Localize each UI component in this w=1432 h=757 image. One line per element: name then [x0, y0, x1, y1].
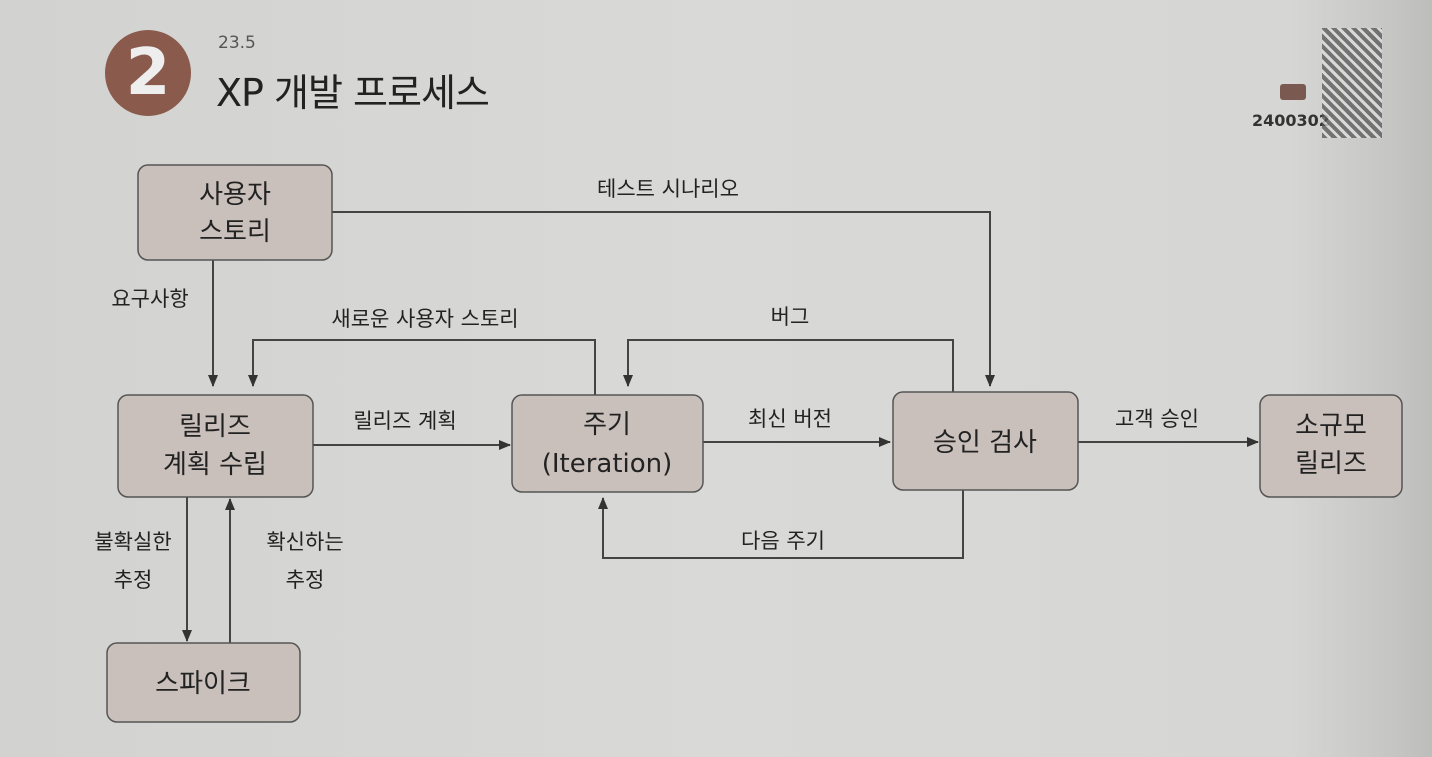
node-label: 사용자 — [199, 180, 271, 210]
edge-label: 고객 승인 — [1115, 407, 1199, 431]
page-title: XP 개발 프로세스 — [216, 71, 490, 115]
section-number-badge: 2 — [105, 30, 191, 116]
node-user-story — [137, 164, 333, 261]
edge-label: 확신하는 — [266, 530, 343, 554]
edge-label: 테스트 시나리오 — [597, 177, 739, 201]
edge-label: 릴리즈 계획 — [353, 409, 456, 433]
qr-code[interactable] — [1322, 28, 1382, 138]
node-label: 릴리즈 — [179, 412, 251, 442]
node-label: 릴리즈 — [1295, 449, 1367, 479]
section-label: 23.5 — [218, 33, 256, 53]
edge-label: 버그 — [771, 305, 810, 329]
edge-label: 최신 버전 — [748, 407, 832, 431]
node-release-plan — [117, 394, 314, 498]
node-label: 주기 — [583, 410, 631, 440]
edge-label: 불확실한 — [94, 530, 171, 554]
node-iteration — [511, 394, 704, 493]
edge-label: 새로운 사용자 스토리 — [331, 307, 518, 331]
edge-label: 요구사항 — [111, 287, 188, 311]
edge-label: 추정 — [286, 568, 325, 592]
edge-test-scenario — [332, 211, 995, 387]
node-label: 스파이크 — [155, 669, 251, 699]
node-spike — [106, 642, 301, 723]
node-label: 스토리 — [199, 217, 271, 247]
qr-code-number: 2400302 — [1252, 111, 1330, 130]
edge-label: 추정 — [114, 568, 153, 592]
video-camera-icon — [1280, 84, 1306, 100]
node-acceptance — [892, 391, 1079, 491]
node-label: 소규모 — [1295, 411, 1367, 441]
edge-new-user-story — [248, 339, 596, 395]
node-label: 승인 검사 — [933, 428, 1037, 458]
node-small-release — [1259, 394, 1403, 498]
edge-label: 다음 주기 — [741, 529, 825, 553]
edge-next-iteration — [598, 490, 964, 559]
edge-bug — [623, 339, 954, 392]
node-label: (Iteration) — [542, 449, 673, 479]
node-label: 계획 수립 — [163, 450, 267, 480]
